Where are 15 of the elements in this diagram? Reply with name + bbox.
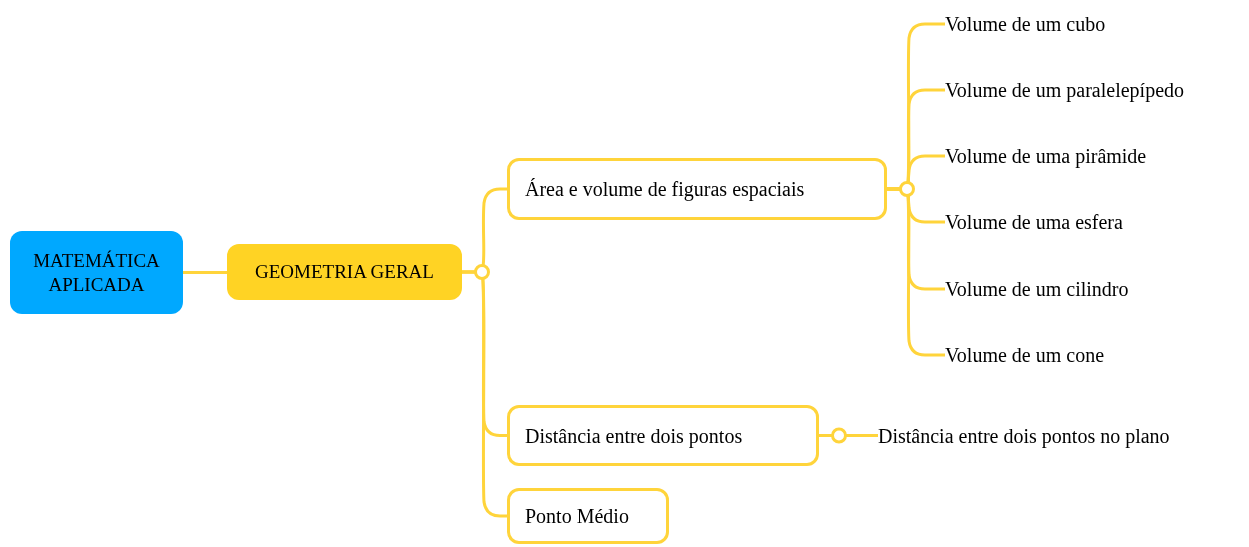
connector-line (183, 271, 227, 274)
subtopic-text: Volume de um cubo (945, 9, 1106, 39)
subtopic-text: Volume de um paralelepípedo (945, 75, 1184, 105)
subtopic-text: Distância entre dois pontos no plano (878, 408, 1170, 464)
topic-box: Ponto Médio (507, 488, 669, 544)
connector-line (462, 270, 507, 518)
root-topic-box: MATEMÁTICA APLICADA (10, 231, 183, 314)
subtopic-text: Volume de uma pirâmide (945, 141, 1147, 171)
subtopic-text: Volume de uma esfera (945, 207, 1123, 237)
connector-line (819, 434, 878, 437)
subtopic-text: Volume de um cone (945, 340, 1105, 370)
subtopic-text: Volume de um cilindro (945, 274, 1129, 304)
topic-box: Área e volume de figuras espaciais (507, 158, 887, 220)
main-topic-box: GEOMETRIA GERAL (227, 244, 462, 300)
topic-box: Distância entre dois pontos (507, 405, 819, 466)
